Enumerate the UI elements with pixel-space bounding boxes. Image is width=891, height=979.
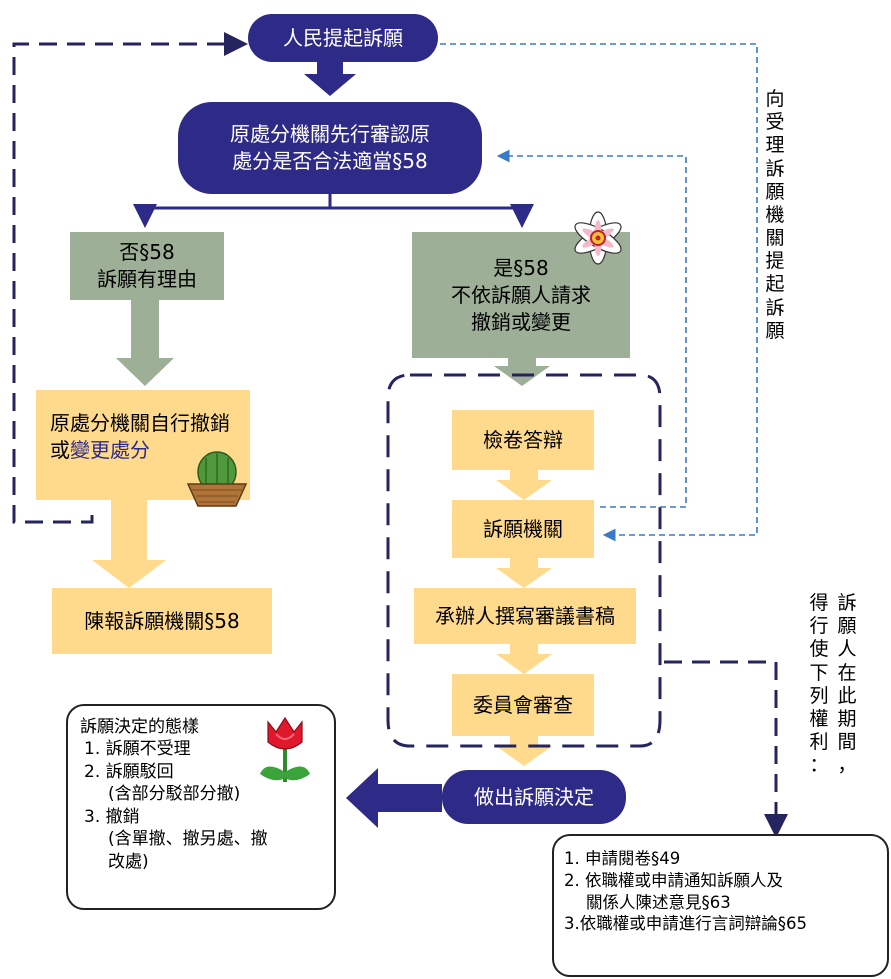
- node-yes-branch: 是§58 不依訴願人請求 撤銷或變更: [412, 232, 630, 358]
- side-route-char: 提: [765, 250, 785, 273]
- rights-intro-char: 下: [809, 661, 829, 684]
- node-self-revoke: 原處分機關自行撤銷 或變更處分: [36, 390, 250, 500]
- dashed-side-route-to-agency: [440, 43, 758, 542]
- side-route-char: 願: [765, 180, 785, 203]
- branch-split-connector: [133, 194, 534, 228]
- rights-intro-column-1: 訴願人在此期間，: [834, 592, 860, 777]
- decision-forms-item: 改處): [108, 851, 149, 872]
- rights-intro-char: 列: [809, 684, 829, 707]
- node-draft-review: 承辦人撰寫審議書稿: [414, 588, 636, 644]
- rights-intro-char: 行: [809, 615, 829, 638]
- side-route-vertical-label: 向受理訴願機關提起訴願: [762, 88, 788, 343]
- lily-flower-icon: [574, 211, 622, 265]
- side-route-char: 願: [765, 319, 785, 342]
- node-yes-line1: 是§58: [493, 255, 549, 280]
- node-no-line2: 訴願有理由: [97, 267, 197, 291]
- arrow-yes-to-process: [494, 358, 550, 386]
- rights-intro-column-2: 得行使下列權利：: [806, 592, 832, 777]
- rights-intro-char: 權: [809, 707, 829, 730]
- node-appeal-agency-label: 訴願機關: [483, 516, 563, 541]
- rights-item: 關係人陳述意見§63: [586, 892, 731, 912]
- rights-item: 2. 依職權或申請通知訴願人及: [564, 870, 783, 890]
- dashed-process-bracket: [386, 373, 662, 748]
- side-route-char: 機: [765, 203, 785, 226]
- rights-intro-char: ：: [809, 754, 829, 777]
- tulip-icon: [260, 716, 310, 782]
- side-route-char: 向: [765, 88, 785, 110]
- node-no-line1: 否§58: [119, 240, 175, 264]
- node-appeal-decision-label: 做出訴願決定: [474, 784, 594, 809]
- node-no-branch: 否§58 訴願有理由: [70, 232, 224, 300]
- decision-forms-item: 1. 訴願不受理: [84, 739, 191, 760]
- rights-intro-char: 得: [809, 592, 829, 614]
- rights-intro-char: 願: [837, 615, 857, 638]
- rights-intro-char: ，: [837, 754, 857, 777]
- rights-intro-char: 間: [837, 731, 857, 754]
- arrow-no-to-selfrevoke: [116, 300, 174, 386]
- arrow-agency-to-draft: [496, 558, 552, 588]
- side-route-char: 關: [765, 227, 785, 250]
- node-committee-review-label: 委員會審查: [473, 692, 573, 717]
- dashed-to-rights: [664, 660, 788, 838]
- node-committee-review: 委員會審查: [452, 674, 594, 736]
- node-self-revoke-line2: 或變更處分: [50, 437, 250, 464]
- node-appeal-filed: 人民提起訴願: [248, 14, 438, 62]
- arrow-answer-to-agency: [496, 470, 552, 500]
- decision-forms-item: (含部分駁部分撤): [108, 784, 241, 805]
- dashed-agency-to-review: [496, 149, 687, 508]
- rights-intro-char: 使: [809, 638, 829, 661]
- rights-item: 1. 申請閱卷§49: [564, 849, 681, 868]
- arrow-draft-to-committee: [496, 644, 552, 674]
- rights-intro-char: 人: [837, 638, 857, 661]
- rights-box: 1. 申請閱卷§49 2. 依職權或申請通知訴願人及 關係人陳述意見§63 3.…: [552, 834, 889, 977]
- node-file-answer: 檢卷答辯: [452, 410, 594, 470]
- arrow-appeal-to-review: [304, 60, 356, 96]
- side-route-char: 訴: [765, 296, 785, 319]
- rights-intro-char: 訴: [837, 592, 857, 614]
- decision-forms-item: 2. 訴願駁回: [84, 761, 174, 782]
- side-route-char: 理: [765, 134, 785, 157]
- side-route-char: 受: [765, 111, 785, 134]
- decision-forms-title: 訴願決定的態樣: [80, 717, 199, 737]
- node-self-revoke-or: 或: [50, 438, 70, 462]
- arrow-committee-to-decision: [496, 736, 552, 766]
- node-review-line1: 原處分機關先行審認原: [230, 122, 430, 146]
- rights-intro-char: 期: [837, 707, 857, 730]
- node-draft-review-label: 承辦人撰寫審議書稿: [435, 603, 615, 628]
- rights-item: 3.依職權或申請進行言詞辯論§65: [564, 914, 807, 934]
- node-file-answer-label: 檢卷答辯: [483, 427, 563, 452]
- node-report-agency: 陳報訴願機關§58: [52, 588, 272, 654]
- node-appeal-agency: 訴願機關: [452, 500, 594, 558]
- rights-intro-char: 在: [837, 661, 857, 684]
- dashed-loop-selfrevoke-to-appeal: [12, 32, 248, 524]
- decision-forms-item: 3. 撤銷: [84, 806, 140, 827]
- node-appeal-decision: 做出訴願決定: [442, 770, 626, 824]
- decision-forms-item: (含單撤、撤另處、撤: [108, 829, 268, 850]
- node-original-review: 原處分機關先行審認原 處分是否合法適當§58: [178, 102, 482, 194]
- node-report-label: 陳報訴願機關§58: [84, 608, 240, 633]
- node-appeal-filed-label: 人民提起訴願: [283, 25, 403, 50]
- arrow-decision-to-forms: [346, 768, 442, 828]
- side-route-char: 訴: [765, 157, 785, 180]
- arrow-selfrevoke-to-report: [92, 500, 166, 588]
- node-yes-line3: 撤銷或變更: [471, 309, 571, 334]
- rights-intro-char: 利: [809, 731, 829, 754]
- side-route-char: 起: [765, 273, 785, 296]
- node-review-line2: 處分是否合法適當§58: [232, 149, 428, 173]
- node-self-revoke-rest: 變更處分: [70, 438, 150, 462]
- rights-intro-char: 此: [837, 684, 857, 707]
- node-yes-line2: 不依訴願人請求: [451, 282, 591, 307]
- node-self-revoke-line1: 原處分機關自行撤銷: [50, 411, 230, 435]
- cactus-pot-icon: [186, 451, 248, 507]
